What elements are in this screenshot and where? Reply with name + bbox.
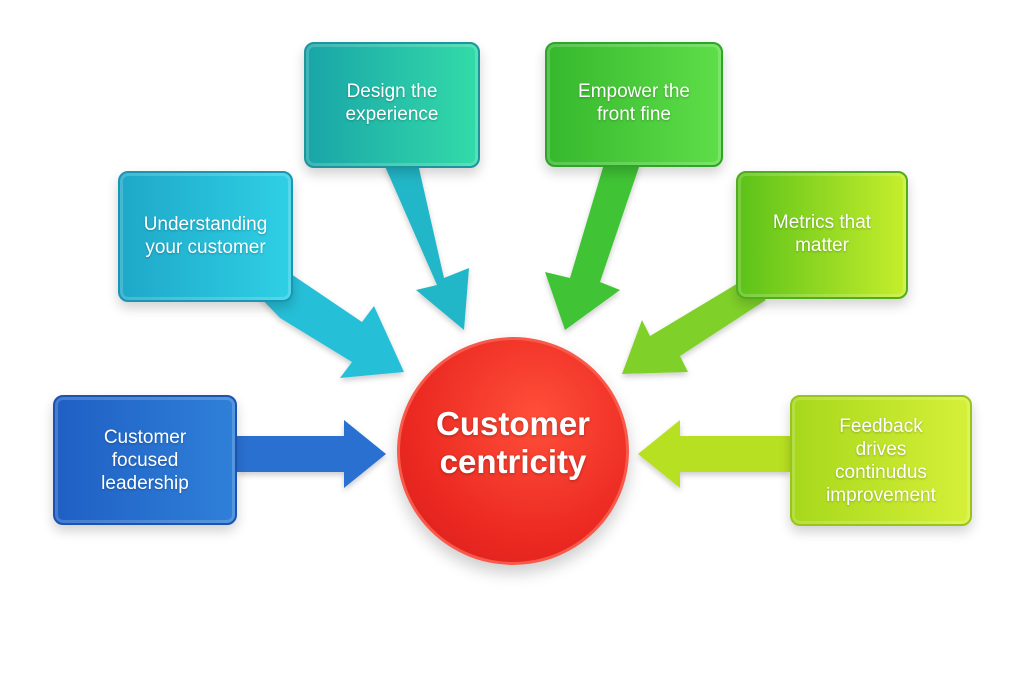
node-label: Metrics that matter xyxy=(772,212,872,256)
node-metrics-that-matter: Metrics that matter xyxy=(736,171,908,299)
arrow-metrics xyxy=(622,282,766,374)
node-customer-focused-leadership: Customer focused leadership xyxy=(53,395,237,525)
center-label: Customer centricity xyxy=(435,405,591,480)
arrow-design xyxy=(384,164,469,330)
node-label: Understanding your customer xyxy=(143,214,268,258)
node-label: Customer focused leadership xyxy=(101,426,189,494)
node-label: Design the experience xyxy=(345,81,439,125)
node-design-the-experience: Design the experience xyxy=(304,42,480,168)
node-empower-the-front-line: Empower the front fine xyxy=(545,42,723,167)
node-understanding-your-customer: Understanding your customer xyxy=(118,171,293,302)
node-label: Empower the front fine xyxy=(578,81,690,125)
arrow-leadership xyxy=(237,420,386,488)
node-feedback-drives-improvement: Feedback drives continudus improvement xyxy=(790,395,972,526)
arrow-empower xyxy=(545,164,640,330)
arrow-feedback xyxy=(638,420,790,488)
arrow-understanding xyxy=(255,274,404,378)
center-node-customer-centricity: Customer centricity xyxy=(397,337,629,565)
node-label: Feedback drives continudus improvement xyxy=(826,415,936,506)
